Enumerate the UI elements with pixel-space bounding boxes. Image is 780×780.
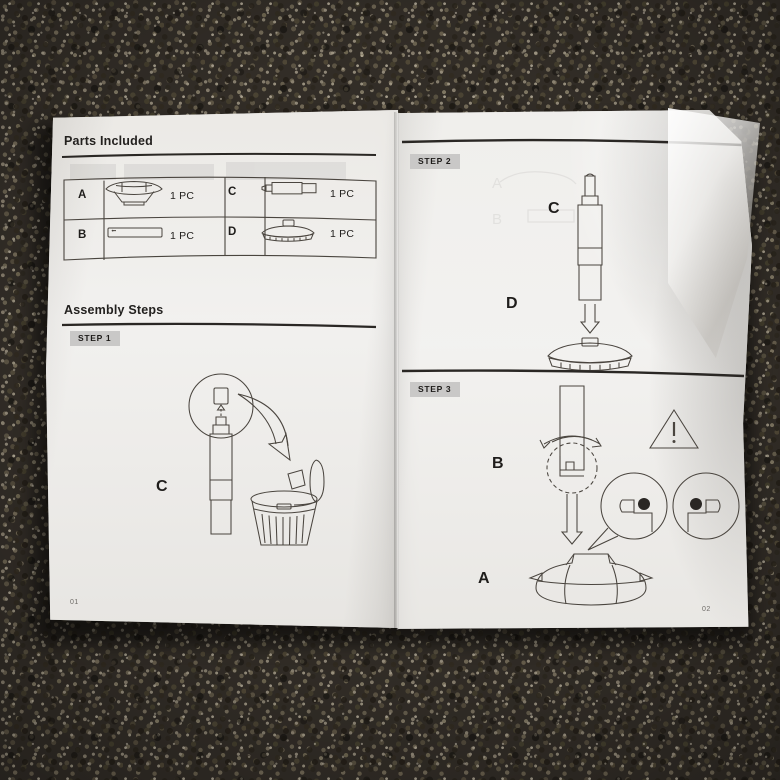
step-3-badge: STEP 3 xyxy=(410,382,461,397)
step-1-badge: STEP 1 xyxy=(70,331,121,346)
show-through-ghost-right: A B xyxy=(492,162,642,228)
part-row-1-right-qty: 1 PC xyxy=(330,228,355,240)
insert-rod-into-base-icon xyxy=(532,170,662,330)
center-fold-crease xyxy=(394,112,399,630)
svg-text:B: B xyxy=(492,211,502,228)
step-2-label-c: C xyxy=(548,200,560,217)
page-right: A B STEP 2 C D xyxy=(396,110,752,629)
dome-shade-icon xyxy=(102,178,166,206)
part-row-0-right-qty: 1 PC xyxy=(330,188,355,200)
part-row-1-right-label: D xyxy=(228,226,237,238)
svg-text:A: A xyxy=(492,175,502,192)
part-row-1-left-label: B xyxy=(78,229,87,241)
base-disc-icon xyxy=(254,218,322,244)
page-number-right: 02 xyxy=(702,606,711,613)
step-3-label-a: A xyxy=(478,570,490,587)
instruction-booklet: Parts Included A xyxy=(28,108,760,644)
parts-table xyxy=(60,172,380,264)
step-2-badge: STEP 2 xyxy=(410,154,461,169)
step-1-part-label: C xyxy=(156,478,168,495)
part-row-0-left-qty: 1 PC xyxy=(170,190,195,202)
bracket-bar-icon xyxy=(104,223,166,241)
part-row-1-left-qty: 1 PC xyxy=(170,230,195,242)
parts-included-heading: Parts Included xyxy=(64,134,153,148)
assembly-steps-heading: Assembly Steps xyxy=(64,303,164,317)
remove-cap-discard-to-bin-icon xyxy=(166,368,376,558)
step-3-label-b: B xyxy=(492,455,504,472)
twist-lock-keyhole-icon xyxy=(522,382,742,612)
show-through-ghost xyxy=(70,162,346,180)
page-number-left: 01 xyxy=(70,599,79,606)
part-row-0-left-label: A xyxy=(78,189,87,201)
part-row-0-right-label: C xyxy=(228,186,237,198)
step-2-label-d: D xyxy=(506,295,518,312)
page-left: Parts Included A xyxy=(46,110,398,628)
rod-pole-icon xyxy=(258,180,322,198)
